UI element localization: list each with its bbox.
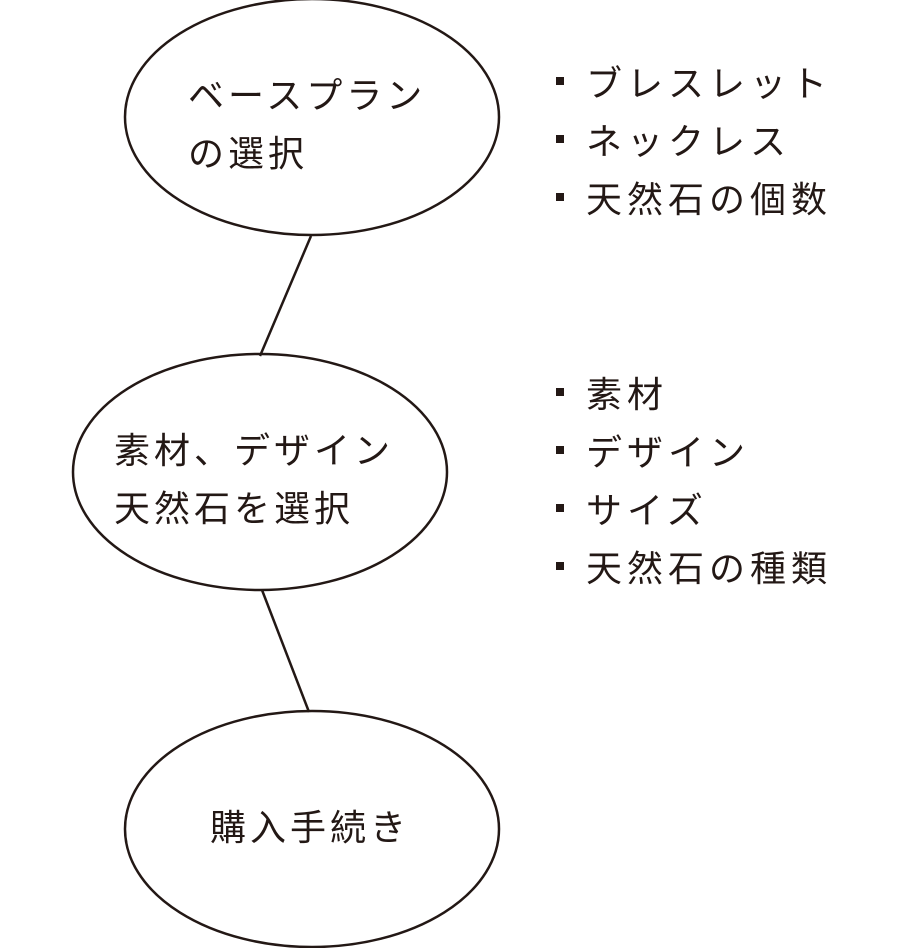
node-label-customize: 素材、デザイン 天然石を選択 (114, 423, 394, 539)
node-label-line: 購入手続き (210, 808, 411, 849)
node-label-purchase: 購入手続き (210, 800, 410, 858)
bullet-dot-icon (556, 77, 564, 85)
option-item-label: 天然石の種類 (586, 549, 833, 590)
option-item-label: ネックレス (586, 122, 792, 163)
option-item: 素材 (556, 363, 832, 421)
connector-line-1 (258, 235, 313, 357)
bullet-dot-icon (556, 562, 564, 570)
option-item-label: 天然石の個数 (586, 180, 833, 221)
node-ellipse-base-plan (123, 0, 501, 237)
bullet-dot-icon (556, 135, 564, 143)
node-label-line: の選択 (188, 134, 309, 175)
node-ellipse-customize (71, 352, 449, 592)
node-label-line: 天然石を選択 (114, 489, 355, 530)
node-ellipse-purchase (123, 709, 501, 948)
option-list-base-plan: ブレスレット ネックレス 天然石の個数 (556, 52, 832, 226)
node-label-line: 素材、デザイン (114, 431, 395, 472)
option-item: ブレスレット (556, 52, 832, 110)
node-label-base-plan: ベースプラン の選択 (188, 68, 426, 184)
option-list-customize: 素材 デザイン サイズ 天然石の種類 (556, 363, 832, 595)
option-item: デザイン (556, 421, 832, 479)
option-item-label: 素材 (586, 375, 669, 416)
option-item: ネックレス (556, 110, 832, 168)
option-item: 天然石の個数 (556, 168, 832, 226)
option-item-label: デザイン (586, 433, 751, 474)
option-item: 天然石の種類 (556, 537, 832, 595)
option-item-label: サイズ (586, 491, 708, 532)
bullet-dot-icon (556, 193, 564, 201)
bullet-dot-icon (556, 388, 564, 396)
bullet-dot-icon (556, 504, 564, 512)
connector-line-2 (260, 589, 311, 713)
option-item-label: ブレスレット (586, 64, 833, 105)
node-label-line: ベースプラン (188, 76, 427, 117)
option-item: サイズ (556, 479, 832, 537)
bullet-dot-icon (556, 446, 564, 454)
